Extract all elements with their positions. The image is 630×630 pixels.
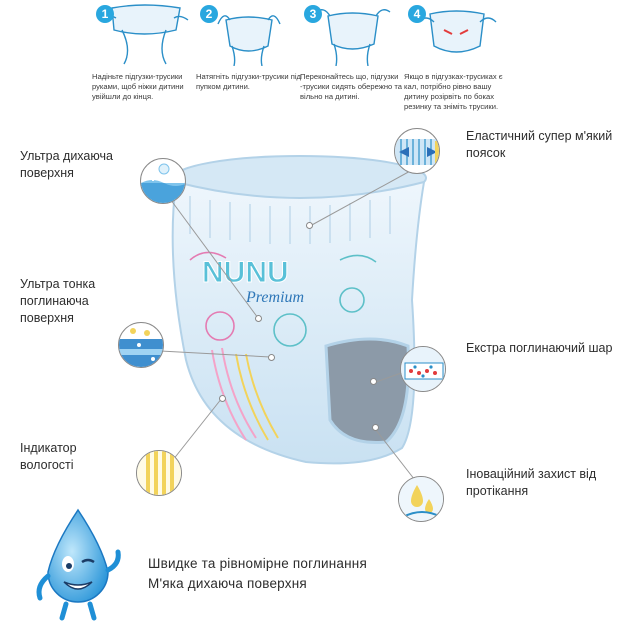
benefit-line-2: М'яка дихаюча поверхня	[148, 576, 307, 591]
step-3-illustration	[315, 9, 391, 66]
step-caption: Надіньте підгузки-трусики руками, щоб ні…	[92, 72, 184, 101]
step-2: 2 Натягніть підгузки-трусики під пупком …	[196, 0, 301, 130]
step-number: 1	[96, 5, 114, 23]
feature-icon-waistband	[394, 128, 440, 174]
step-caption: Переконайтесь що, підгузки -трусики сидя…	[300, 72, 402, 101]
step-caption: Якщо в підгузках-трусиках є кал, потрібн…	[404, 72, 503, 111]
anchor-dot	[255, 315, 262, 322]
anchor-dot	[370, 378, 377, 385]
feature-icon-extra-layer	[400, 346, 446, 392]
feature-label-thin: Ультра тонка поглинаюча поверхня	[20, 277, 96, 325]
step-caption: Натягніть підгузки-трусики під пупком ди…	[196, 72, 301, 91]
feature-label-extra-layer: Екстра поглинаючий шар	[466, 341, 613, 355]
anchor-dot	[268, 354, 275, 361]
feature-label-waistband: Еластичний супер м'який поясок	[466, 129, 613, 160]
breathable-icon	[141, 163, 185, 203]
feature-icon-breathable	[140, 158, 186, 204]
feature-label-indicator: Індикатор вологості	[20, 441, 77, 472]
wetness-indicator-icon	[137, 451, 181, 495]
instruction-steps: 1 Надіньте підгузки-трусики руками, щоб …	[0, 0, 630, 130]
step-3: 3 Переконайтесь що, підгузки -трусики си…	[300, 0, 405, 130]
step-1: 1 Надіньте підгузки-трусики руками, щоб …	[92, 0, 197, 130]
step-number: 3	[304, 5, 322, 23]
elastic-waist-icon	[395, 139, 439, 165]
feature-label-leak: Іноваційний захист від протікання	[466, 467, 597, 498]
step-2-illustration	[217, 15, 281, 66]
brand-line: Premium	[245, 289, 304, 306]
leak-guard-icon	[399, 477, 443, 521]
diaper-illustration: NUNU Premium	[171, 155, 427, 465]
step-number: 2	[200, 5, 218, 23]
extra-layer-icon	[401, 347, 445, 391]
anchor-dot	[219, 395, 226, 402]
feature-icon-thin	[118, 322, 164, 368]
step-number: 4	[408, 5, 426, 23]
water-drop-mascot-icon	[36, 508, 121, 621]
feature-icon-indicator	[136, 450, 182, 496]
anchor-dot	[306, 222, 313, 229]
feature-label-breathable: Ультра дихаюча поверхня	[20, 149, 113, 180]
absorb-layer-icon	[119, 328, 163, 367]
step-4: 4 Якщо в підгузках-трусиках є кал, потрі…	[404, 0, 509, 130]
benefit-line-1: Швидке та рівномірне поглинання	[148, 556, 367, 571]
feature-icon-leak	[398, 476, 444, 522]
anchor-dot	[372, 424, 379, 431]
